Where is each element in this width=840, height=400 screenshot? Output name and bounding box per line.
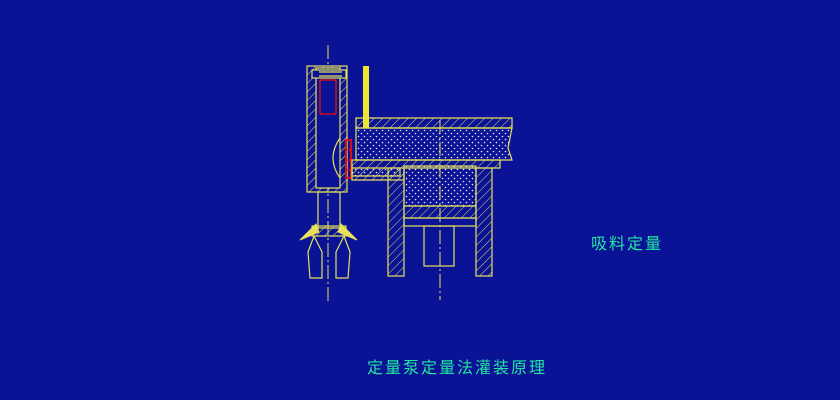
nozzle-tube <box>307 191 351 279</box>
stage-label: 吸料定量 <box>591 234 664 253</box>
indicator-bar <box>363 66 369 128</box>
check-valve <box>345 139 352 179</box>
flow-arrows <box>299 223 358 241</box>
hopper <box>355 117 513 161</box>
diagram-caption: 定量泵定量法灌装原理 <box>367 358 548 377</box>
inner-valve <box>319 79 337 115</box>
valve-body <box>306 65 348 193</box>
piston-rod <box>423 225 455 267</box>
